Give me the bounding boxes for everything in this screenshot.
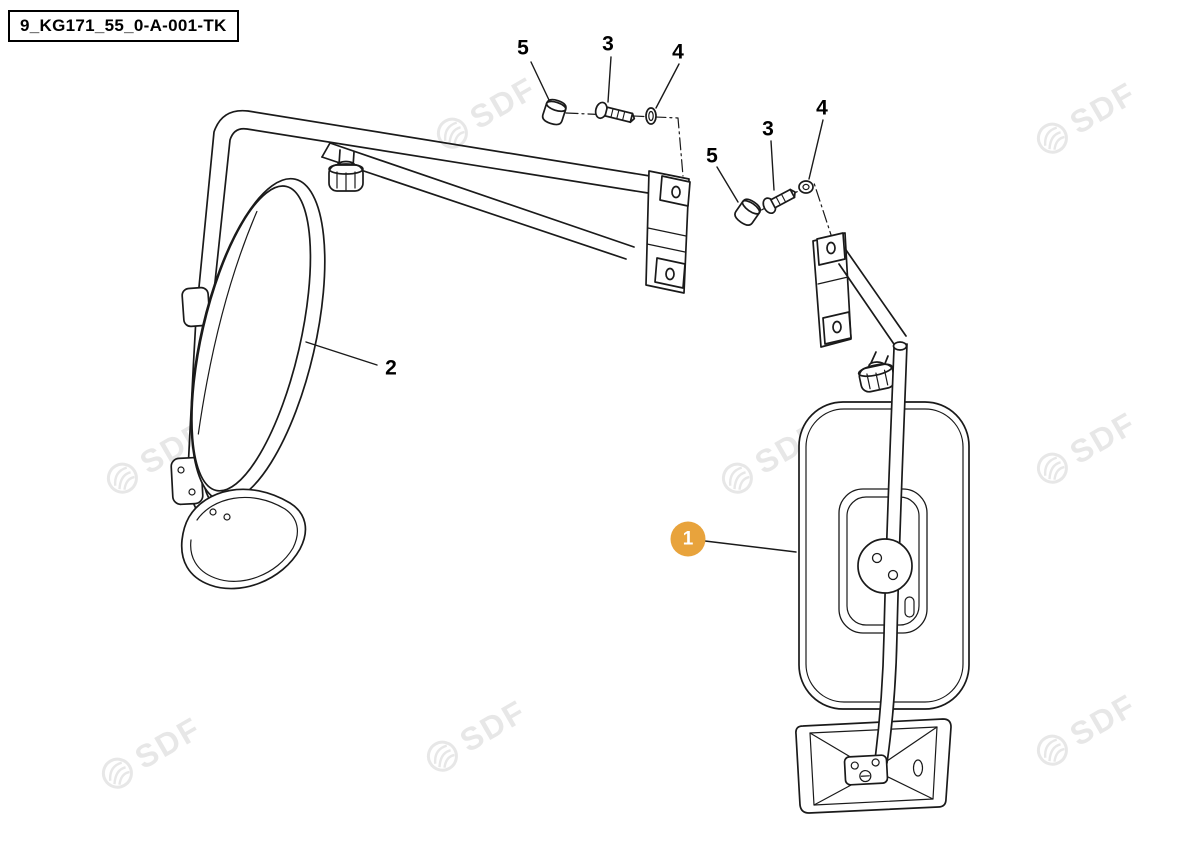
callout-2[interactable]: 2 [385,356,397,380]
wide-angle-mirror-left [180,488,307,590]
bottom-clamp [843,754,889,786]
washer [645,107,657,125]
leader-line-3 [607,56,612,103]
adjustment-knob [328,149,364,192]
cap-plug [734,198,762,226]
mounting-bracket-left [645,170,691,294]
mounting-bracket-right [812,232,852,348]
mirror-hub-clamp [857,538,913,594]
leader-line-3 [770,140,775,191]
leader-line-4 [808,119,824,180]
fasteners-right [716,119,837,251]
callout-4-right[interactable]: 4 [816,96,828,120]
leader-line-2 [305,341,378,366]
bolt [762,188,796,215]
leader-line-1 [704,540,797,553]
callout-5-top[interactable]: 5 [517,36,529,60]
assembly-axis [565,112,684,177]
callout-4-top[interactable]: 4 [672,40,684,64]
washer [798,180,814,194]
right-mirror-assembly [704,232,970,814]
callout-1-badge[interactable]: 1 [670,521,706,557]
callout-5-right[interactable]: 5 [706,144,718,168]
callout-3-right[interactable]: 3 [762,117,774,141]
leader-line-5 [530,61,550,101]
fasteners-top [530,56,684,177]
bolt [594,101,636,124]
pivot-knob [857,351,896,393]
leader-line-5 [716,166,739,203]
cap-plug [541,98,567,126]
leader-line-4 [655,63,680,109]
left-mirror-assembly [170,109,691,590]
callout-3-top[interactable]: 3 [602,32,614,56]
drawing-number-box: 9_KG171_55_0-A-001-TK [8,10,239,42]
